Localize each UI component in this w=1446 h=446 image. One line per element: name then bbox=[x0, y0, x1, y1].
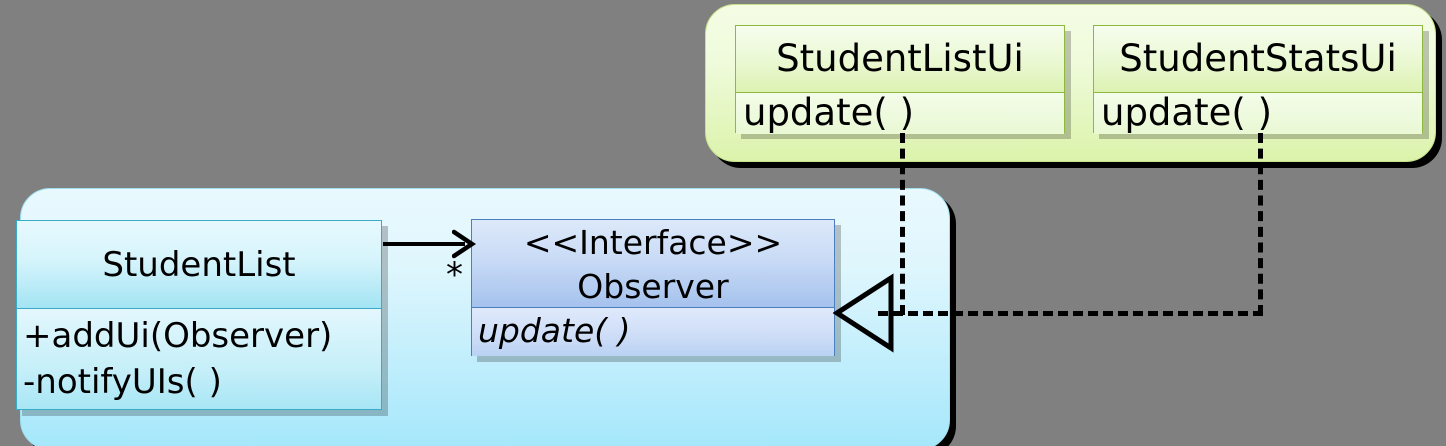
class-box-student-stats-ui[interactable]: StudentStatsUi update( ) bbox=[1093, 25, 1423, 134]
association-line-studentlist-observer bbox=[383, 242, 465, 246]
class-box-student-list-ui[interactable]: StudentListUi update( ) bbox=[735, 25, 1065, 134]
realization-hollow-triangle-icon bbox=[833, 273, 894, 353]
class-name-student-list: StudentList bbox=[17, 221, 381, 309]
class-box-student-list[interactable]: StudentList +addUi(Observer) -notifyUIs(… bbox=[16, 220, 382, 410]
class-name-observer: Observer bbox=[577, 267, 729, 306]
class-name-student-stats-ui: StudentStatsUi bbox=[1094, 26, 1422, 93]
class-method-student-list-notifyuis: -notifyUIs( ) bbox=[23, 362, 222, 402]
realization-line-student-stats-ui-vertical bbox=[1258, 133, 1263, 315]
association-multiplicity-label: * bbox=[446, 255, 463, 295]
realization-line-horizontal bbox=[878, 311, 1263, 316]
association-arrowhead-icon bbox=[452, 229, 476, 259]
class-method-student-list-addui: +addUi(Observer) bbox=[23, 316, 333, 356]
class-box-observer[interactable]: <<Interface>> Observer update( ) bbox=[471, 219, 835, 356]
realization-line-student-list-ui-vertical bbox=[900, 133, 905, 315]
class-name-student-list-ui: StudentListUi bbox=[736, 26, 1064, 93]
class-method-student-stats-ui-update: update( ) bbox=[1094, 93, 1422, 134]
class-methods-student-list: +addUi(Observer) -notifyUIs( ) bbox=[17, 309, 381, 409]
class-method-observer-update: update( ) bbox=[472, 308, 834, 356]
class-method-student-list-ui-update: update( ) bbox=[736, 93, 1064, 134]
class-stereotype-observer: <<Interface>> bbox=[523, 223, 783, 262]
class-header-observer: <<Interface>> Observer bbox=[472, 220, 834, 308]
